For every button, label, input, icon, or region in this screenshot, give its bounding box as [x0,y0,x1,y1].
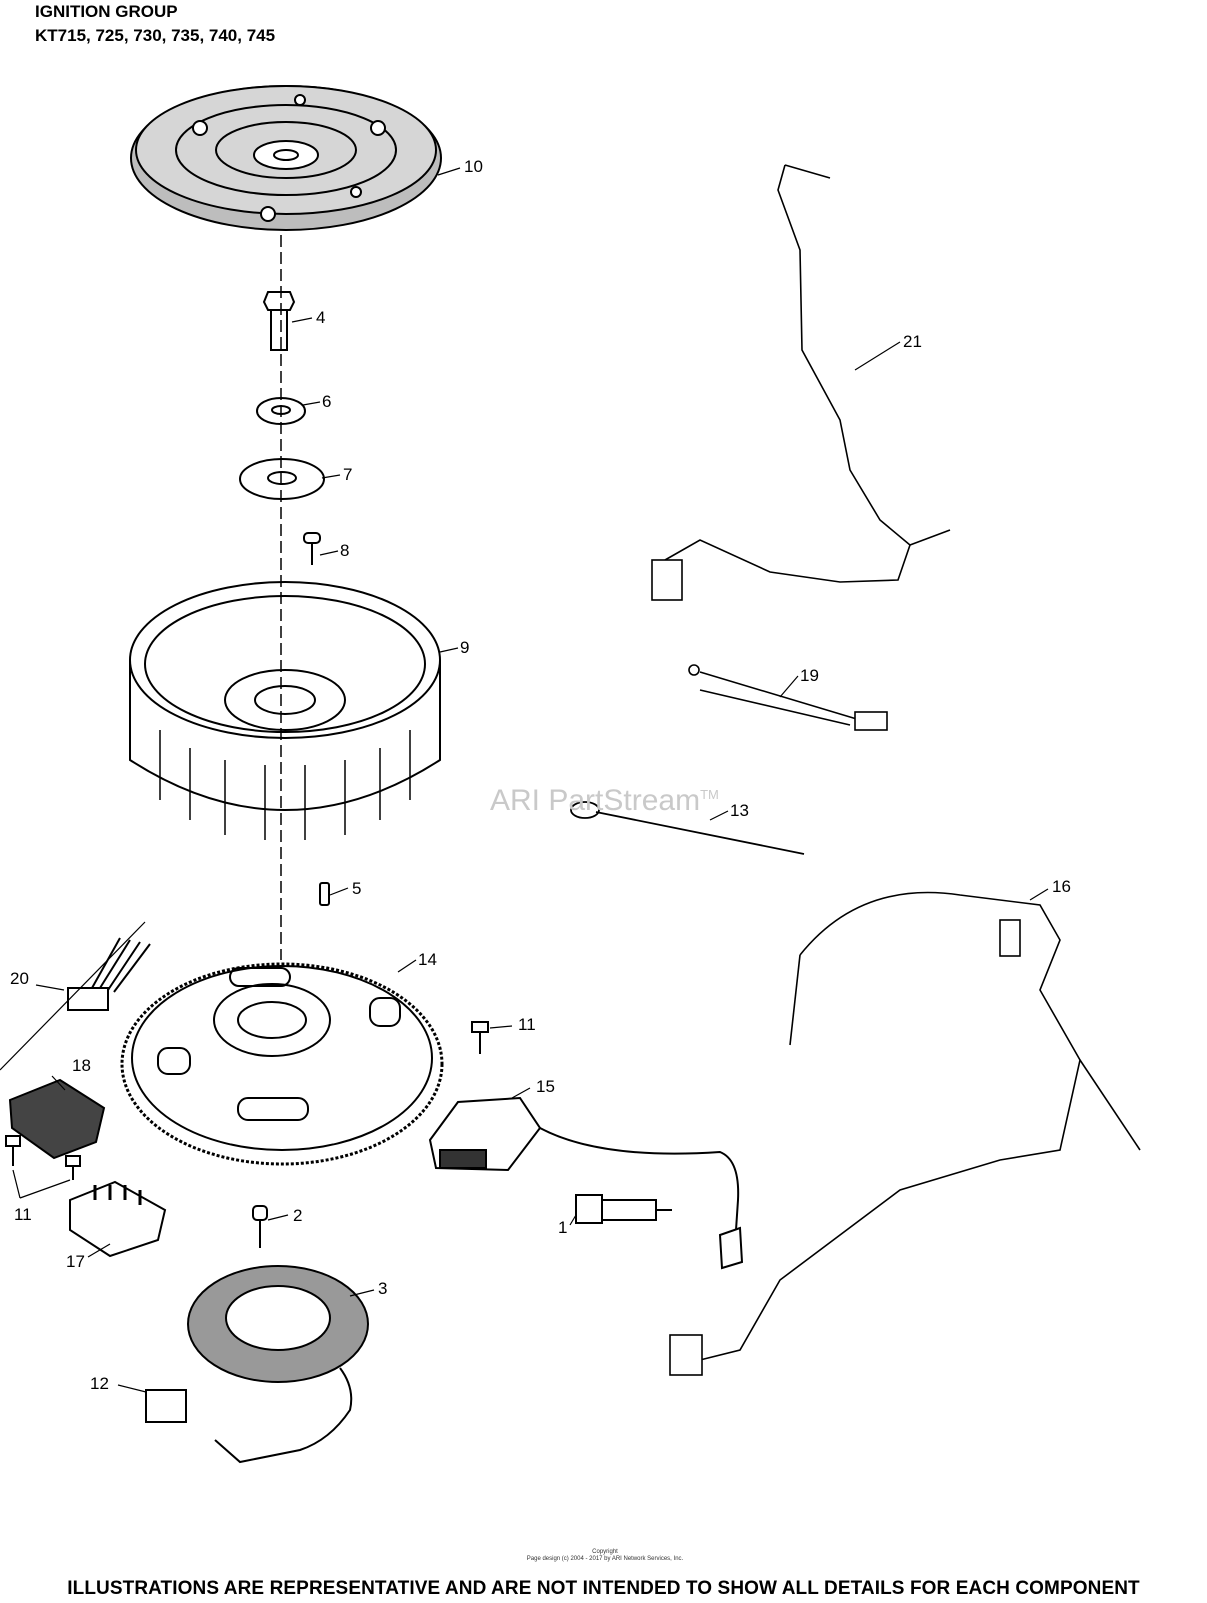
callout-2: 2 [293,1206,303,1225]
spark-plug-part [575,1194,672,1224]
bolt-part [5,1021,489,1180]
flywheel-bolt-part [262,291,296,351]
ring-gear-part [120,962,444,1166]
retainer-part [239,458,325,500]
callout-11-left: 11 [14,1205,32,1224]
callout-17: 17 [66,1252,85,1271]
copyright-line-1: Copyright [592,1549,618,1555]
callout-21: 21 [903,332,922,351]
callout-4: 4 [316,308,326,327]
callout-11-right: 11 [518,1015,536,1034]
copyright-notice: Copyright Page design (c) 2004 - 2017 by… [505,1549,705,1563]
callout-5: 5 [352,879,362,898]
callout-14: 14 [418,950,437,969]
regulator-part [69,1180,167,1258]
callout-12: 12 [90,1374,109,1393]
callout-10: 10 [464,157,483,176]
watermark: ARI PartStreamTM [490,784,719,818]
callout-8: 8 [340,541,350,560]
fan-screen-part [130,85,442,231]
callout-9: 9 [460,638,470,657]
callout-16: 16 [1052,877,1071,896]
stator-screw-part [252,1205,268,1248]
callout-3: 3 [378,1279,388,1298]
ground-lead-part [688,664,888,731]
callout-7: 7 [343,465,353,484]
model-list: KT715, 725, 730, 735, 740, 745 [35,26,276,45]
callout-1: 1 [558,1218,568,1237]
copyright-line-2: Page design (c) 2004 - 2017 by ARI Netwo… [526,1556,684,1562]
key-pin-part [319,882,330,906]
stator-part [187,1265,369,1464]
callout-18: 18 [72,1056,91,1075]
callout-19: 19 [800,666,819,685]
watermark-trademark: TM [700,787,719,802]
insulator-part [145,1389,187,1423]
callout-20: 20 [10,969,29,988]
cable-tie-part [570,801,805,855]
ignition-module-part [428,1096,744,1270]
diagram-title: IGNITION GROUP [35,2,178,21]
watermark-brand: ARI PartStream [490,784,701,817]
wiring-harness-16-part [669,891,1141,1376]
callout-13: 13 [730,801,749,820]
callout-15: 15 [536,1077,555,1096]
connector-pins-part [67,937,151,1011]
rectifier-part [8,1078,106,1160]
flywheel-part [129,581,441,840]
disclaimer-footer: ILLUSTRATIONS ARE REPRESENTATIVE AND ARE… [67,1578,1140,1599]
wiring-harness-21-part [651,164,951,601]
callout-6: 6 [322,392,332,411]
screw-part [303,532,321,565]
